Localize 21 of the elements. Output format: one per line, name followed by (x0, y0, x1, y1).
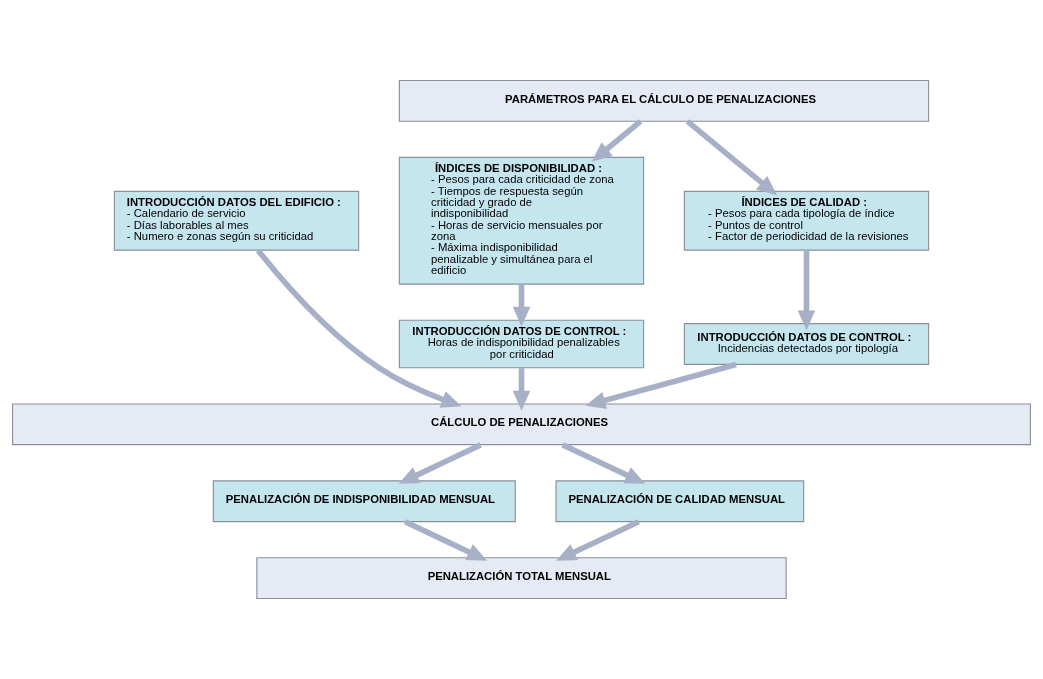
arrow (404, 519, 488, 561)
node-box: ÍNDICES DE DISPONIBILIDAD : - Pesos para cada criticidad de zona - Tiempos de respuesta según criticidad y grado de indisponibilidad - Horas de servicio mensuales por zona - Máxima indisponibilidad penalizable y simultánea para el edificio (398, 156, 645, 285)
node-box: PENALIZACIÓN DE CALIDAD MENSUAL (555, 480, 805, 523)
arrow (556, 519, 640, 561)
node-box: INTRODUCCIÓN DATOS DE CONTROL : Incidencias detectados por tipología (683, 323, 930, 365)
node-box: PENALIZACIÓN DE INDISPONIBILIDAD MENSUAL (212, 480, 516, 523)
node-box: PARÁMETROS PARA EL CÁLCULO DE PENALIZACIONES (398, 79, 930, 122)
node-box: INTRODUCCIÓN DATOS DE CONTROL : Horas de indisponibilidad penalizables por criticidad (398, 319, 645, 369)
arrow (512, 368, 531, 411)
node-box: INTRODUCCIÓN DATOS DEL EDIFICIO : - Calendario de servicio - Días laborables al mes - Numero e zonas según su criticidad (113, 190, 360, 251)
arrow (255, 248, 462, 408)
node-box: CÁLCULO DE PENALIZACIONES (12, 403, 1031, 446)
node-box: PENALIZACIÓN TOTAL MENSUAL (256, 557, 787, 600)
arrow (797, 250, 816, 331)
arrow (398, 442, 482, 484)
node-box: ÍNDICES DE CALIDAD : - Pesos para cada tipología de índice - Puntos de control - Factor de periodicidad de la revisiones (683, 190, 930, 251)
arrow (685, 119, 778, 196)
arrow (585, 361, 737, 409)
arrow (512, 284, 531, 327)
arrow (561, 442, 646, 484)
arrow (591, 119, 643, 162)
